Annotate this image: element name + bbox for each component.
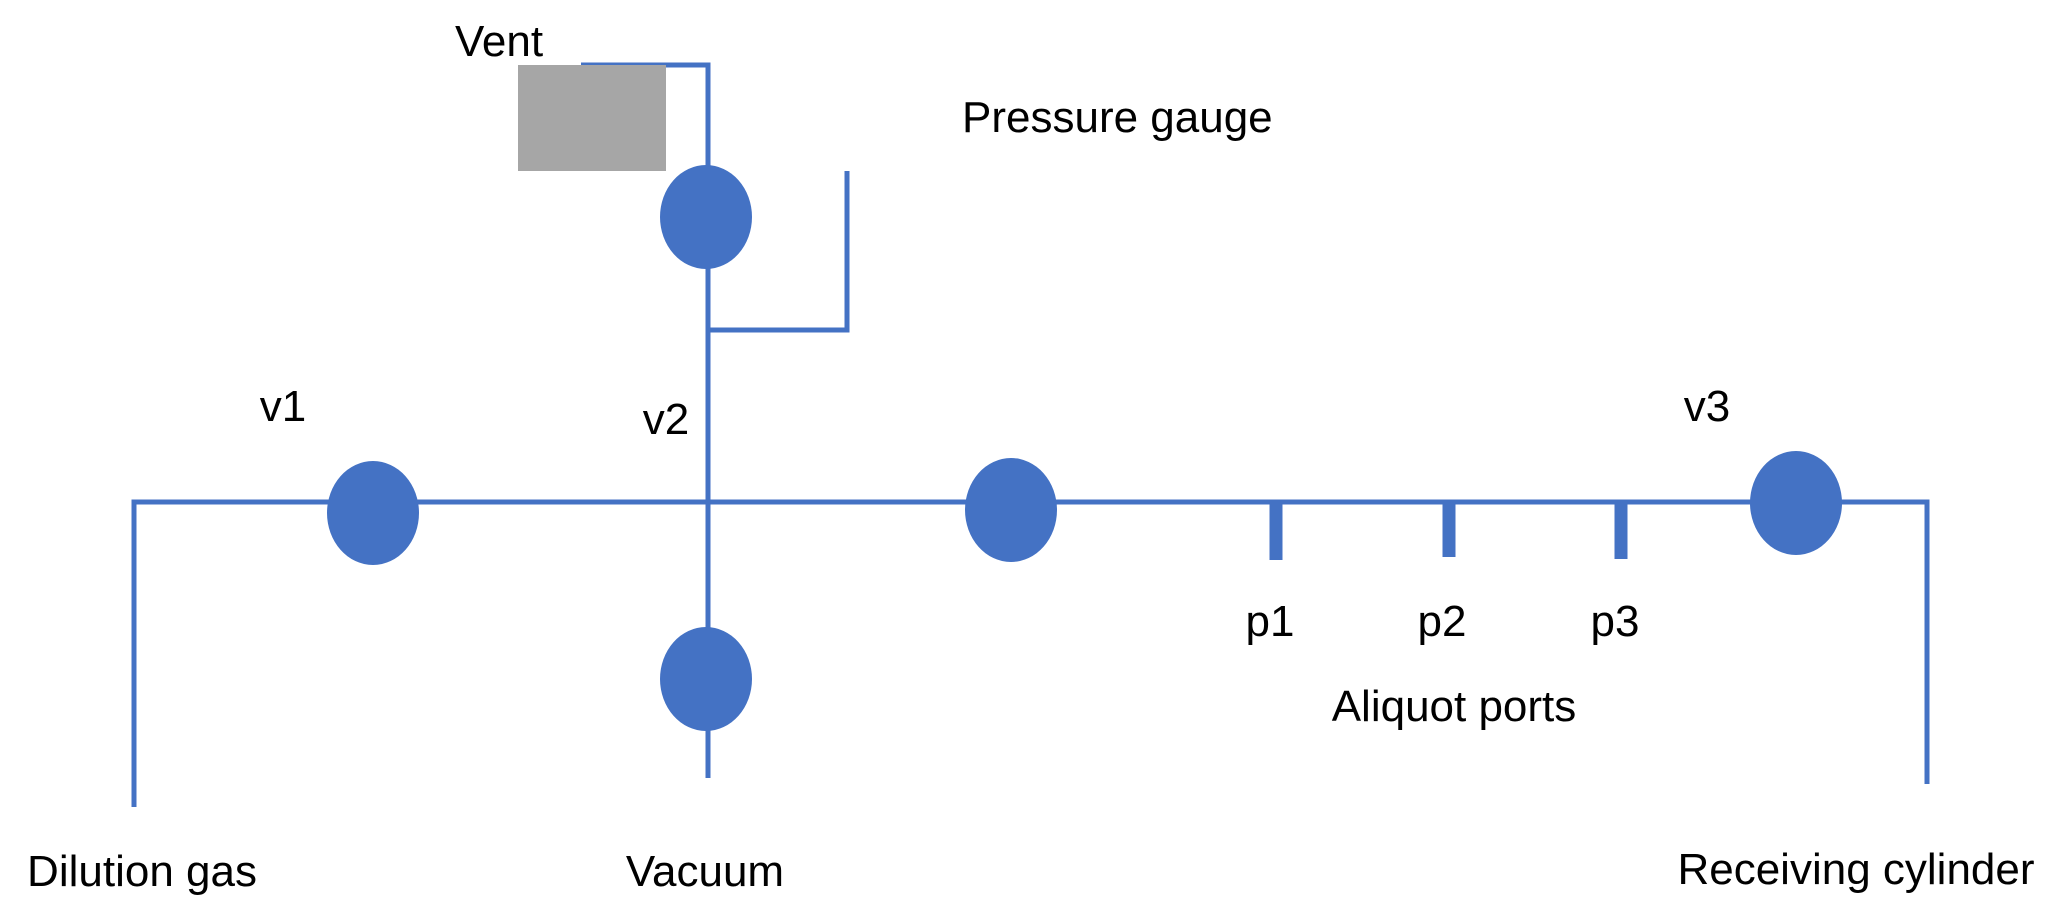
pressure-gauge (518, 65, 666, 171)
label-pressure-gauge: Pressure gauge (962, 93, 1273, 142)
label-p2: p2 (1418, 597, 1467, 646)
label-vent: Vent (455, 17, 543, 66)
label-p3: p3 (1591, 597, 1640, 646)
label-v2: v2 (643, 395, 689, 444)
label-p1: p1 (1246, 597, 1295, 646)
label-v3: v3 (1684, 382, 1730, 431)
label-vacuum: Vacuum (626, 847, 784, 896)
vent-valve (660, 165, 752, 269)
gauge-line (708, 171, 850, 333)
label-receiving-cylinder: Receiving cylinder (1677, 845, 2034, 894)
vacuum-valve (660, 627, 752, 731)
label-v1: v1 (260, 382, 306, 431)
valve-v3 (1750, 451, 1842, 555)
label-aliquot-ports: Aliquot ports (1332, 682, 1577, 731)
valve-v2 (965, 458, 1057, 562)
valve-v1 (327, 461, 419, 565)
label-dilution-gas: Dilution gas (27, 847, 257, 896)
